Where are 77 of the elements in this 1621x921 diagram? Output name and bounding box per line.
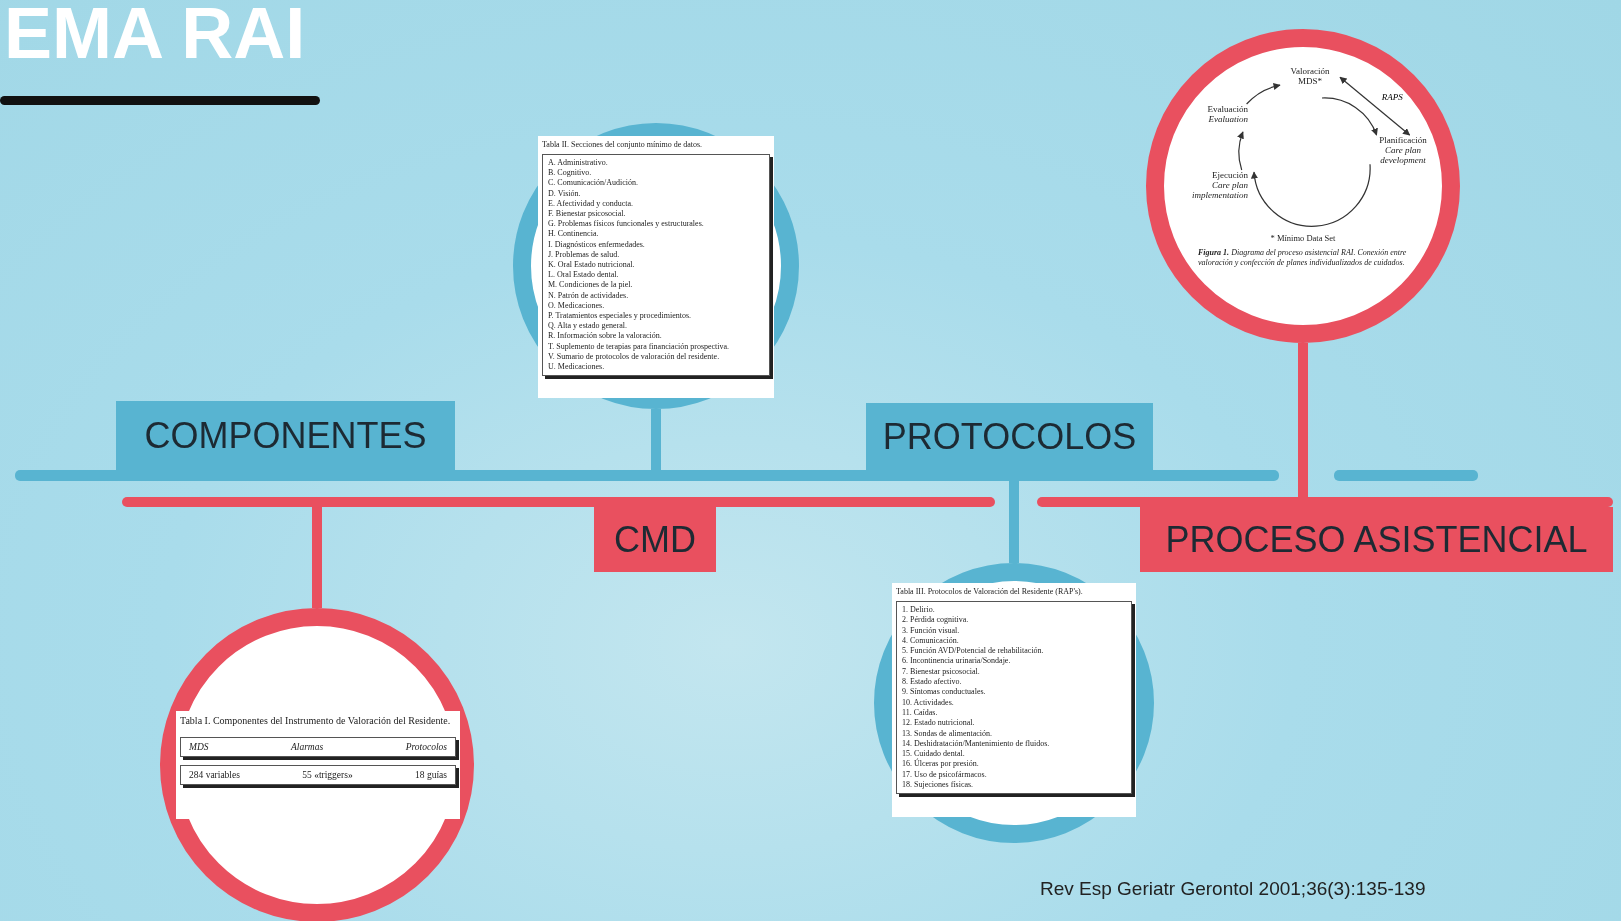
label-tag: PROCESO ASISTENCIAL [1140, 507, 1613, 572]
cycle-arrow [1246, 83, 1281, 105]
list-item: H. Continencia. [548, 229, 600, 240]
list-item: 18. Sujeciones físicas. [902, 780, 975, 791]
connector-line [312, 507, 322, 608]
footnote: * Mínimo Data Set [1269, 233, 1337, 243]
table-cell: 284 variables [189, 770, 240, 780]
connector-line [1298, 343, 1308, 497]
connector-line [651, 409, 661, 470]
list-item: K. Oral Estado nutricional. [548, 260, 636, 271]
list-item: M. Condiciones de la piel. [548, 280, 634, 291]
label-tag: CMD [594, 507, 716, 572]
cycle-arrow [1251, 163, 1371, 227]
list-item: 17. Uso de psicofármacos. [902, 769, 988, 781]
table-caption: Tabla I. Componentes del Instrumento de Valoración del Residente. [180, 715, 452, 727]
list-item: L. Oral Estado dental. [548, 270, 620, 281]
table-caption: Tabla II. Secciones del conjunto mínimo de datos. [542, 140, 704, 149]
timeline-bar [1037, 497, 1613, 507]
list-item: 14. Deshidratación/Mantenimiento de fluidos. [902, 738, 1051, 750]
list-item: B. Cognitivo. [548, 168, 593, 179]
list-item: 11. Caídas. [902, 707, 939, 719]
label-tag: PROTOCOLOS [866, 403, 1153, 470]
list-item: 6. Incontinencia urinaria/Sondaje. [902, 656, 1012, 667]
list-item: 10. Actividades. [902, 697, 955, 708]
list-item: 12. Estado nutricional. [902, 718, 976, 729]
list-item: 13. Sondas de alimentación. [902, 728, 993, 739]
list-item: J. Problemas de salud. [548, 249, 621, 261]
figure-caption: Figura 1. Diagrama del proceso asistencial RAI. Conexión entre valoración y confección de planes individualizados de cuidados. [1198, 248, 1408, 267]
connector-line [1009, 481, 1019, 563]
cycle-arrow [1321, 97, 1378, 136]
list-item: 16. Úlceras por presión. [902, 759, 980, 770]
list-item: R. Información sobre la valoración. [548, 331, 663, 342]
step-text: Care plan implementation [1191, 180, 1248, 200]
step-text: Evaluación [1206, 104, 1248, 114]
list-item: V. Sumario de protocolos de valoración del residente. [548, 351, 721, 363]
step-text: Planificación [1378, 135, 1428, 145]
table-cell: 55 «triggers» [302, 770, 353, 780]
cycle-arrow [1237, 131, 1245, 171]
list-item: I. Diagnósticos enfermedades. [548, 239, 646, 250]
list-item: A. Administrativo. [548, 158, 609, 169]
list-item: 1. Delirio. [902, 605, 936, 616]
double-arrow [1339, 76, 1411, 136]
list-item: C. Comunicación/Audición. [548, 178, 639, 189]
list-item: 2. Pérdida cognitiva. [902, 615, 970, 626]
column-header: Alarmas [291, 742, 324, 752]
list-item: D. Visión. [548, 188, 582, 199]
list-item: E. Afectividad y conducta. [548, 198, 635, 209]
list-item: 8. Estado afectivo. [902, 677, 963, 688]
list-item: G. Problemas físicos funcionales y estructurales. [548, 219, 705, 230]
timeline-bar [122, 497, 995, 507]
list-item: 7. Bienestar psicosocial. [902, 666, 981, 678]
list-item: 15. Cuidado dental. [902, 749, 966, 759]
column-header: Protocolos [405, 742, 447, 752]
list-item: 5. Función AVD/Potencial de rehabilitación. [902, 646, 1045, 657]
list-item: F. Bienestar psicosocial. [548, 209, 627, 220]
table-caption: Tabla III. Protocolos de Valoración del Residente (RAP's). [896, 587, 1084, 596]
label-tag: COMPONENTES [116, 401, 455, 470]
edge-label: RAPS [1380, 92, 1404, 103]
list-item: O. Medicaciones. [548, 300, 606, 312]
slide-title: EMA RAI [4, 0, 306, 74]
citation-text: Rev Esp Geriatr Gerontol 2001;36(3):135-139 [1040, 878, 1426, 900]
step-text: Evaluation [1207, 114, 1248, 124]
timeline-bar [15, 470, 1279, 481]
column-header: MDS [189, 742, 209, 752]
list-item: U. Medicaciones. [548, 362, 606, 373]
table-cell: 18 guías [415, 770, 447, 780]
step-text: Care plan development [1379, 145, 1427, 165]
list-item: 3. Función visual. [902, 625, 961, 636]
list-item: T. Suplemento de terapias para financiación prospectiva. [548, 341, 731, 352]
list-item: 9. Síntomas conductuales. [902, 687, 987, 698]
step-text: Ejecución [1211, 170, 1248, 180]
step-text: Valoración MDS* [1289, 66, 1331, 86]
list-item: N. Patrón de actividades. [548, 290, 630, 301]
timeline-bar [1334, 470, 1478, 481]
list-item: Q. Alta y estado general. [548, 321, 629, 332]
list-item: 4. Comunicación. [902, 635, 960, 647]
list-item: P. Tratamientos especiales y procedimientos. [548, 311, 693, 322]
